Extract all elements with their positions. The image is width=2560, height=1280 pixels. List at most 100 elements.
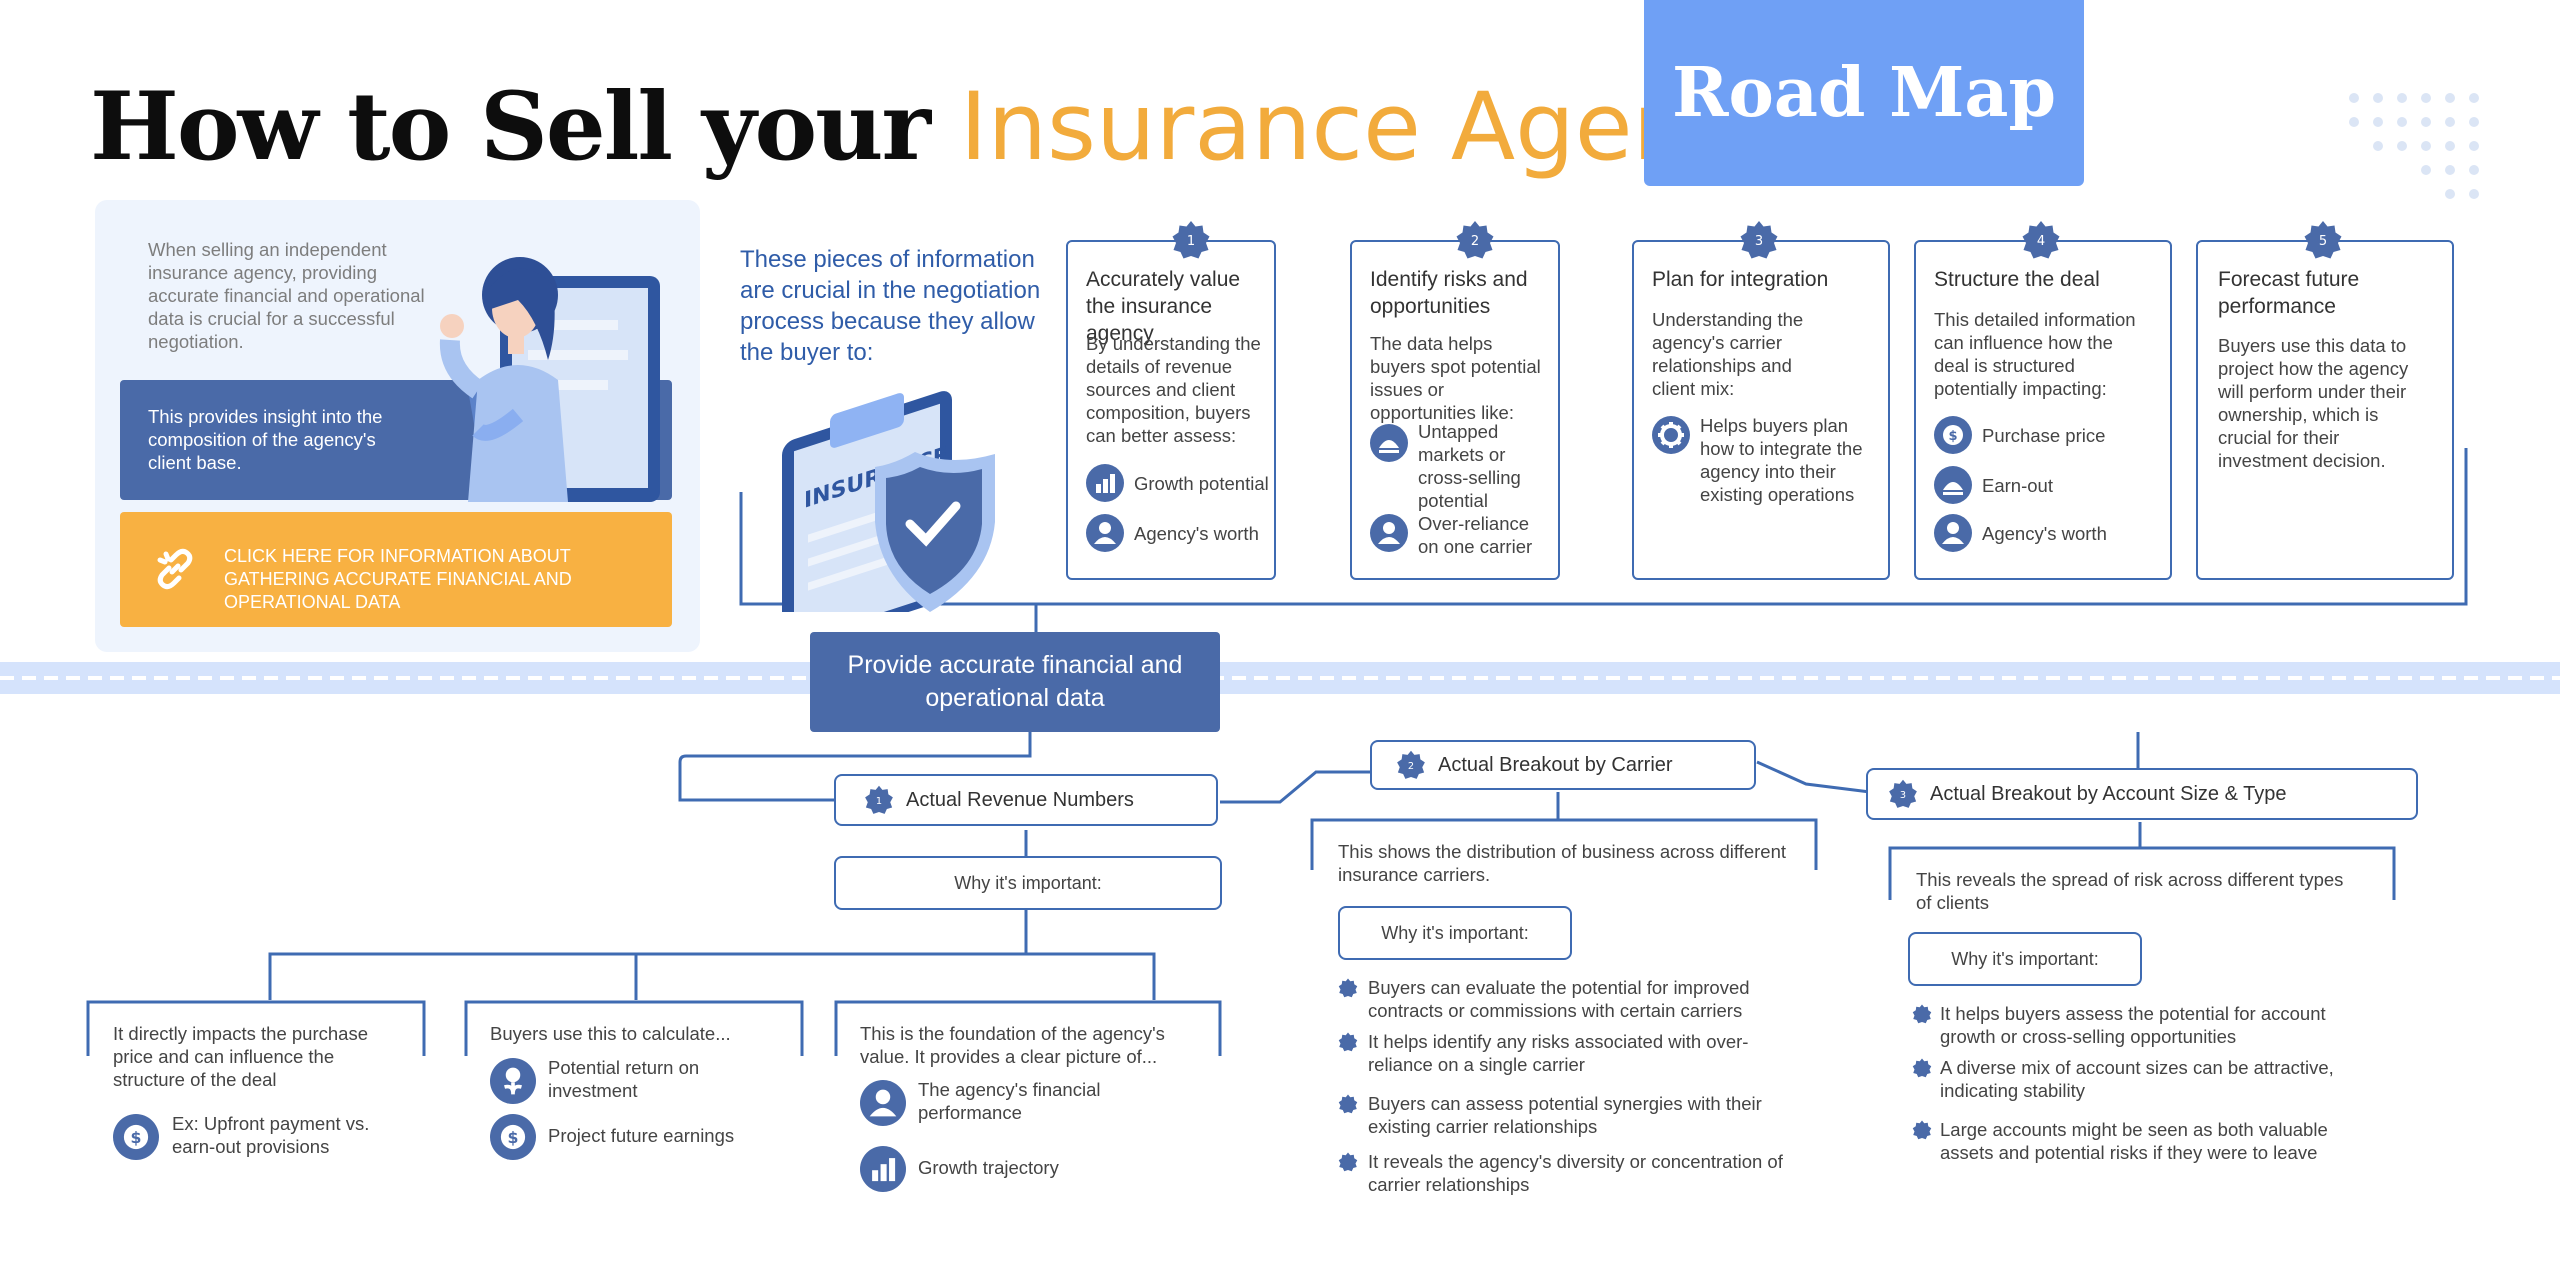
card-body: By understanding the details of revenue … [1086,333,1261,446]
badge-number: 4 [2037,234,2045,249]
gear-icon [1652,416,1690,454]
person-icon [1934,514,1972,552]
bullet-text: It helps buyers assess the potential for… [1940,1003,2326,1047]
branch-revenue-numbers: 1 Actual Revenue Numbers [834,774,1218,826]
bullet-text: It reveals the agency's diversity or con… [1368,1151,1783,1195]
bullet-text: It helps identify any risks associated w… [1368,1031,1749,1075]
card-title: Identify risks and opportunities [1370,268,1528,318]
card-value-agency [1066,240,1276,580]
title-main: How to Sell your [90,72,960,182]
bullet-text: Large accounts might be seen as both val… [1940,1119,2328,1163]
badge-1-icon: 1 [1172,221,1210,259]
item-label: Earn-out [1982,475,2053,496]
item-label: Growth trajectory [918,1157,1059,1178]
market-icon [1370,424,1408,462]
item-label: Agency's worth [1134,523,1259,544]
person-icon [860,1080,906,1126]
card-body: The data helps buyers spot potential iss… [1370,333,1541,423]
plant-money-icon [490,1058,536,1104]
svg-text:$: $ [1948,429,1957,444]
why-important-label: Why it's important: [1908,932,2142,986]
item-label: Growth potential [1134,473,1269,494]
svg-text:$: $ [131,1128,142,1147]
insight-text: This provides insight into the compositi… [148,406,383,473]
badge-number: 3 [1755,234,1763,249]
badge-number: 3 [1900,790,1906,801]
sub-text: This is the foundation of the agency's v… [860,1023,1165,1067]
bullet-text: Buyers can assess potential synergies wi… [1368,1093,1762,1137]
badge-4-icon: 4 [2022,221,2060,259]
item-label: Project future earnings [548,1125,735,1146]
cta-text[interactable]: CLICK HERE FOR INFORMATION ABOUT GATHERI… [224,546,572,612]
person-icon [1086,514,1124,552]
card-body: Buyers use this data to project how the … [2218,335,2409,471]
item-label: Ex: Upfront payment vs. earn-out provisi… [172,1113,370,1157]
badge-2-icon: 2 [1456,221,1494,259]
divider-dashes [0,676,2560,680]
branch-breakout-carrier: 2 Actual Breakout by Carrier [1370,740,1756,790]
badge-number: 2 [1408,761,1414,772]
presenter-illustration [439,257,660,502]
why-important-label: Why it's important: [1338,906,1572,960]
item-label: The agency's financial performance [918,1079,1101,1123]
bullet-badge-icon [1338,1032,1358,1052]
dollar-icon: $ [1934,416,1972,454]
badge-number: 1 [1187,234,1195,249]
market-icon [1934,466,1972,504]
sub-text: Buyers use this to calculate... [490,1023,731,1044]
card-body: This detailed information can influence … [1934,309,2136,399]
page-title: How to Sell your Insurance Agency [90,72,1800,182]
item-label: Untapped markets or cross-selling potent… [1418,421,1521,511]
item-label: Helps buyers plan how to integrate the a… [1700,415,1863,505]
growth-chart-icon [1086,464,1124,502]
bullet-badge-icon [1338,1094,1358,1114]
why-text: Why it's important: [954,872,1102,893]
branch-description: This shows the distribution of business … [1338,841,1786,885]
branch-title: Actual Breakout by Account Size & Type [1930,782,2287,805]
intro-text: When selling an independent insurance ag… [148,239,425,352]
link-icon [157,548,193,590]
branch-title: Actual Breakout by Carrier [1438,753,1673,776]
gather-data-cta-button[interactable] [120,512,672,627]
bullet-badge-icon [1912,1004,1932,1024]
negotiation-text: These pieces of information are crucial … [740,246,1041,366]
bullet-badge-icon [1338,978,1358,998]
bullet-badge-icon [1912,1120,1932,1140]
branch-title: Actual Revenue Numbers [906,788,1134,811]
badge-3-icon: 3 [1889,779,1917,808]
growth-chart-icon [860,1146,906,1192]
item-label: Purchase price [1982,425,2106,446]
svg-text:$: $ [508,1128,519,1147]
bullet-badge-icon [1338,1152,1358,1172]
why-important-label: Why it's important: [834,856,1222,910]
dollar-icon: $ [113,1114,159,1160]
badge-number: 2 [1471,234,1479,249]
card-title: Accurately value the insurance agency [1086,268,1241,345]
center-data-box: Provide accurate financial and operation… [810,632,1220,732]
roadmap-label: Road Map [1671,53,2057,133]
card-forecast [2196,240,2454,580]
badge-number: 5 [2319,234,2327,249]
bullet-badge-icon [1912,1058,1932,1078]
badge-2-icon: 2 [1397,750,1425,779]
sub-text: It directly impacts the purchase price a… [113,1023,368,1090]
badge-1-icon: 1 [865,785,893,814]
branch-description: This reveals the spread of risk across d… [1916,869,2344,913]
item-label: Potential return on investment [548,1057,700,1101]
insurance-clipboard-illustration: INSURANCE [782,391,995,612]
card-body: Understanding the agency's carrier relat… [1652,309,1804,399]
bullet-text: Buyers can evaluate the potential for im… [1368,977,1750,1021]
bullet-text: A diverse mix of account sizes can be at… [1940,1057,2334,1101]
card-integration [1632,240,1890,580]
item-label: Over-reliance on one carrier [1418,513,1533,557]
dollar-icon: $ [490,1114,536,1160]
dot-grid-decoration [2349,93,2479,199]
why-text: Why it's important: [1951,948,2099,969]
badge-number: 1 [876,796,882,807]
roadmap-banner: Road Map [1644,0,2084,186]
badge-3-icon: 3 [1740,221,1778,259]
branch-breakout-account-size: 3 Actual Breakout by Account Size & Type [1866,768,2418,820]
badge-5-icon: 5 [2304,221,2342,259]
person-icon [1370,514,1408,552]
